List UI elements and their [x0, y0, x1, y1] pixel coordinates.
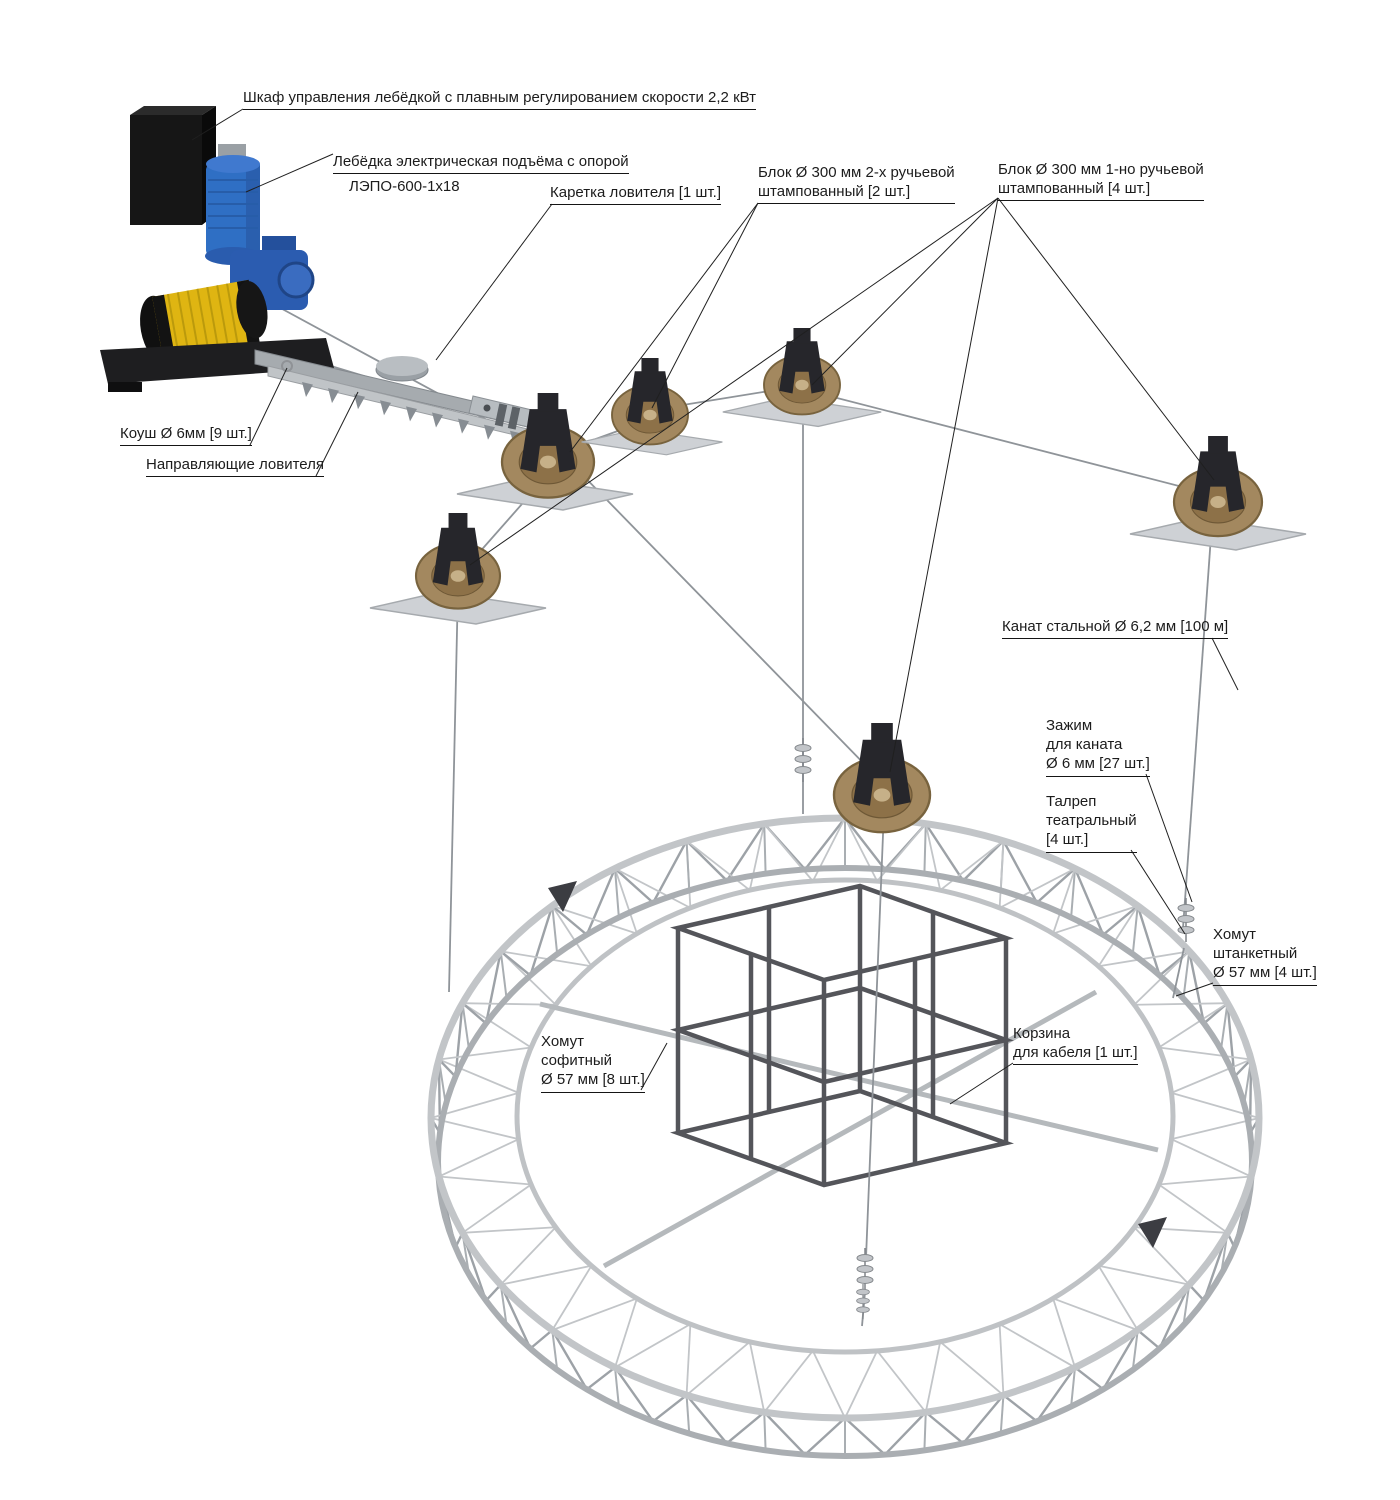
label-control-cabinet: Шкаф управления лебёдкой с плавным регул… — [243, 88, 757, 111]
label-clamp-soffit: Хомут софитный Ø 57 мм [8 шт.] — [541, 1032, 645, 1093]
label-block-double: Блок Ø 300 мм 2-х ручьевой штампованный … — [758, 163, 955, 205]
label-winch-line1: Лебёдка электрическая подъёма с опорой — [333, 152, 629, 175]
rope-clamp-stack — [794, 737, 812, 783]
pulley-block-single-3 — [414, 511, 502, 610]
label-rope-clamp: Зажим для каната Ø 6 мм [27 шт.] — [1046, 716, 1150, 777]
truss-cross-beam — [602, 989, 1098, 1269]
truss-gusset-plate — [548, 881, 577, 912]
ring-truss — [427, 814, 1263, 1459]
truss-inner-chord — [514, 877, 1176, 1355]
label-catcher-carriage: Каретка ловителя [1 шт.] — [550, 183, 721, 206]
label-turnbuckle: Талреп театральный [4 шт.] — [1046, 792, 1137, 853]
leader-lines — [191, 108, 1239, 1105]
truss-bottom-chord — [435, 865, 1255, 1459]
truss-top-chord — [427, 814, 1263, 1422]
rope-thimble — [281, 360, 293, 372]
winch-assembly — [100, 106, 334, 392]
cable-drum — [140, 279, 268, 361]
rope-clamp-stack — [855, 1283, 871, 1320]
pulley-block-double-2 — [611, 357, 689, 446]
label-winch: Лебёдка электрическая подъёма с опорой Л… — [333, 133, 629, 216]
label-winch-line2: ЛЭПО-600-1х18 — [349, 178, 460, 196]
rail-disc-top — [376, 356, 428, 376]
pulley-block-single-2 — [1172, 434, 1264, 538]
label-clamp-shtanket: Хомут штанкетный Ø 57 мм [4 шт.] — [1213, 925, 1317, 986]
truss-gusset-plate — [1138, 1217, 1167, 1248]
rope-clamp-stack — [856, 1247, 874, 1293]
label-guides: Направляющие ловителя — [146, 455, 324, 478]
catcher-carriage — [468, 395, 533, 430]
ring-truss-lattice — [429, 817, 1261, 1456]
pulley-block-single-1 — [763, 327, 841, 416]
label-block-single: Блок Ø 300 мм 1-но ручьевой штампованный… — [998, 160, 1204, 202]
label-steel-rope: Канат стальной Ø 6,2 мм [100 м] — [1002, 617, 1229, 640]
pulley-block-single-4 — [832, 721, 932, 834]
control-cabinet — [130, 106, 216, 225]
electric-motor — [205, 144, 261, 265]
turnbuckle-stack — [1177, 897, 1195, 943]
label-cable-basket: Корзина для кабеля [1 шт.] — [1013, 1024, 1138, 1066]
label-thimble: Коуш Ø 6мм [9 шт.] — [120, 424, 252, 447]
guide-rail — [254, 349, 546, 446]
cable-basket-cage — [669, 883, 1015, 1188]
